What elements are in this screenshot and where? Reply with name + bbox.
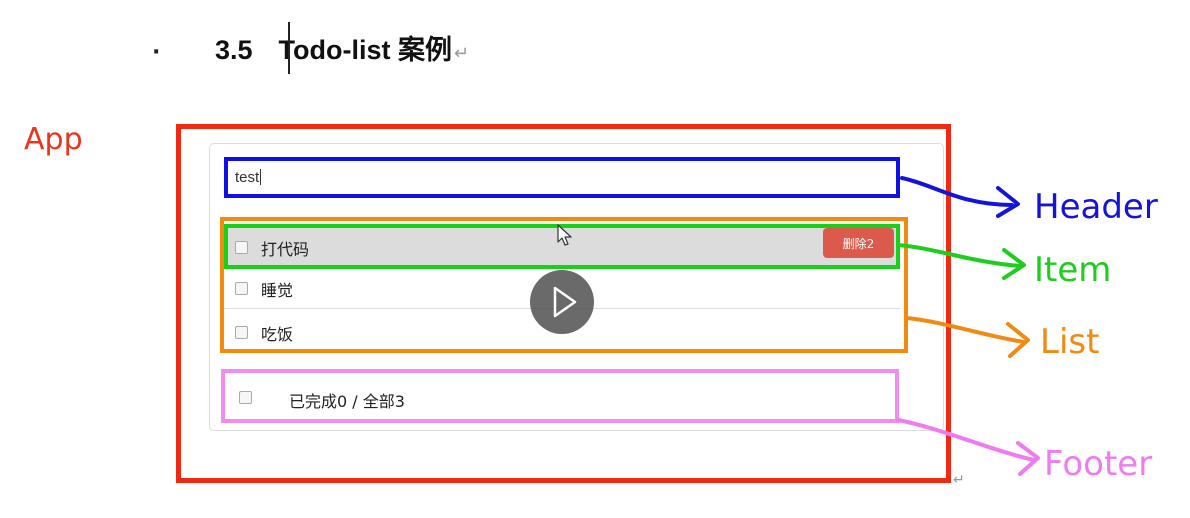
text-cursor — [288, 22, 290, 74]
checkbox-icon[interactable] — [235, 241, 248, 254]
header-arrow — [900, 176, 1014, 207]
checkbox-icon[interactable] — [235, 326, 248, 339]
header-arrow-head — [996, 186, 1020, 218]
return-mark: ↵ — [454, 43, 470, 63]
item-annotation-label: Item — [1034, 250, 1112, 290]
play-icon — [553, 286, 577, 318]
checkbox-icon[interactable] — [235, 282, 248, 295]
todo-item[interactable]: 吃饭 — [224, 309, 900, 351]
delete-button[interactable]: 删除2 — [823, 228, 894, 258]
item-arrow — [896, 243, 1022, 268]
list-annotation-label: List — [1040, 322, 1100, 362]
list-arrow-head — [1006, 322, 1030, 358]
header-annotation-label: Header — [1034, 187, 1158, 227]
todo-item-label: 睡觉 — [261, 281, 294, 300]
checkbox-icon[interactable] — [239, 391, 252, 404]
mouse-pointer-icon — [557, 224, 572, 246]
header-input-value: test — [235, 169, 260, 186]
section-title-text: Todo-list 案例 — [278, 35, 453, 65]
footer-annotation-label: Footer — [1044, 444, 1153, 484]
item-arrow-head — [1002, 248, 1026, 280]
slide-title: 3.5 Todo-list 案例↵ — [215, 28, 469, 67]
footer-status: 已完成0 / 全部3 — [289, 392, 405, 411]
todo-item-label: 吃饭 — [261, 325, 294, 344]
footer-arrow-head — [1016, 441, 1040, 476]
footer-arrow — [896, 418, 1036, 462]
return-mark: ↵ — [953, 472, 965, 488]
input-caret — [260, 169, 262, 185]
section-number: 3.5 — [215, 35, 253, 65]
todo-item-label: 打代码 — [261, 240, 310, 259]
todo-list — [220, 217, 908, 353]
todo-footer: 已完成0 / 全部3 — [221, 369, 899, 423]
app-label: App — [24, 122, 83, 157]
list-arrow — [905, 316, 1026, 344]
todo-header-input[interactable]: test — [224, 157, 900, 198]
slide-bullet: · — [152, 40, 161, 65]
video-play-button[interactable] — [530, 270, 594, 334]
